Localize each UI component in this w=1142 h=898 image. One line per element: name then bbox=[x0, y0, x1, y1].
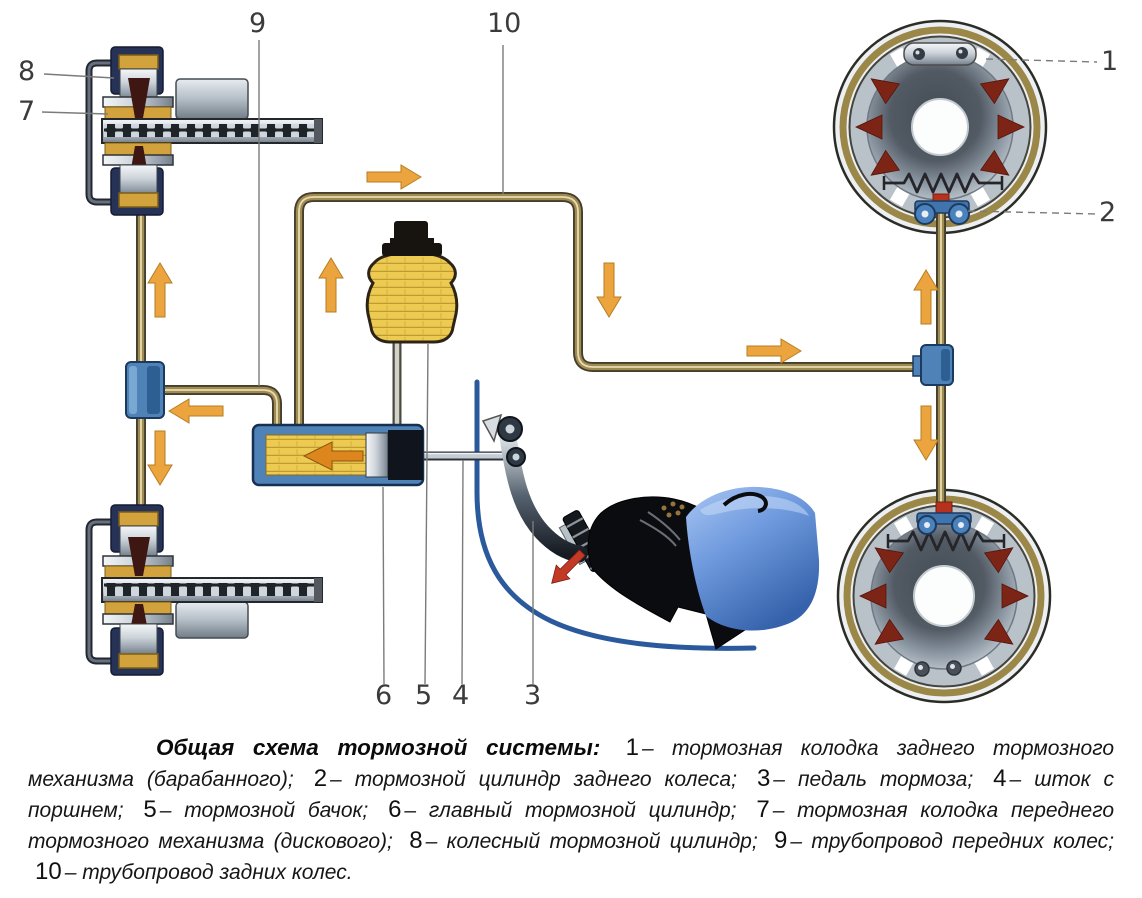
front-disc-brake-bottom bbox=[85, 504, 323, 676]
callout-line-7 bbox=[41, 111, 109, 115]
figure-caption: Общая схема тормозной системы: 1– тормоз… bbox=[28, 733, 1114, 888]
piston-lower bbox=[119, 164, 158, 196]
rear-wheel-cylinder-bottom bbox=[916, 501, 972, 535]
hub bbox=[175, 78, 249, 120]
flow-arrow-rear-down bbox=[596, 262, 622, 318]
callout-label-1: 1 bbox=[1101, 46, 1119, 77]
floor-line bbox=[474, 379, 757, 651]
legend-item: 7– тормозная колодка переднего тормозног… bbox=[28, 796, 1115, 853]
callout-line-6 bbox=[382, 486, 385, 685]
mc-piston bbox=[365, 432, 389, 478]
callout-label-3: 3 bbox=[524, 680, 542, 711]
shoelace bbox=[661, 501, 685, 518]
legend-item: 3– педаль тормоза; bbox=[756, 765, 974, 792]
callout-line-2 bbox=[967, 210, 1098, 215]
flow-arrow-rear-up bbox=[913, 269, 939, 325]
callout-label-4: 4 bbox=[452, 680, 470, 711]
flow-arrow-master-cylinder bbox=[302, 441, 364, 471]
flow-arrow-front-down bbox=[147, 430, 173, 486]
legend-item: 2– тормозной цилиндр заднего колеса; bbox=[313, 765, 737, 792]
callout-label-10: 10 bbox=[487, 8, 522, 39]
callout-line-1 bbox=[985, 58, 1098, 63]
callout-label-9: 9 bbox=[249, 8, 267, 39]
front-disc-brake-top bbox=[85, 46, 323, 216]
reservoir-jar bbox=[365, 251, 459, 344]
callout-line-8 bbox=[43, 73, 115, 79]
pedal-arm bbox=[499, 428, 588, 563]
flow-arrow-rear-right bbox=[746, 338, 802, 364]
hub-hole bbox=[911, 98, 969, 156]
hub bbox=[175, 601, 249, 639]
flow-arrow-front-up bbox=[147, 262, 173, 318]
flow-arrow-rear-up-riser bbox=[318, 257, 344, 313]
legend-item: 4– шток с поршнем; bbox=[28, 765, 1114, 822]
legend-item: 8– колесный тормозной цилиндр; bbox=[409, 827, 758, 854]
pushrod bbox=[418, 451, 514, 461]
callout-line-5 bbox=[424, 343, 429, 685]
trouser-leg bbox=[686, 486, 820, 631]
legend-item: 1– тормозная колодка заднего тормозного … bbox=[28, 734, 1114, 791]
fluid-reservoir bbox=[365, 221, 459, 344]
legend-item: 9– трубопровод передних колес; bbox=[774, 827, 1114, 854]
callout-label-5: 5 bbox=[415, 680, 433, 711]
trouser-fold bbox=[722, 491, 768, 513]
flow-arrow-front-left bbox=[168, 398, 224, 424]
rear-wheel-cylinder-top bbox=[914, 193, 970, 225]
tee-junction-rear bbox=[912, 344, 954, 386]
caption-title: Общая схема тормозной системы: bbox=[156, 735, 601, 760]
driver-foot bbox=[587, 486, 820, 650]
flow-arrow-rear-right-top bbox=[366, 164, 422, 190]
callout-label-6: 6 bbox=[375, 680, 393, 711]
flow-arrow-rear-down2 bbox=[913, 405, 939, 461]
return-spring bbox=[886, 530, 1006, 552]
legend-item: 6– главный тормозной цилиндр; bbox=[388, 796, 737, 823]
callout-line-4 bbox=[461, 459, 464, 685]
tee-junction-front bbox=[125, 361, 165, 419]
hub-hole bbox=[913, 565, 975, 627]
callout-lines bbox=[41, 40, 1098, 685]
rear-drum-brake-bottom bbox=[836, 488, 1052, 704]
backing-bolts bbox=[914, 660, 962, 677]
anchor-bracket bbox=[903, 42, 977, 66]
return-spring bbox=[882, 172, 1004, 194]
callout-label-8: 8 bbox=[18, 56, 36, 87]
legend-item: 5– тормозной бачок; bbox=[143, 796, 369, 823]
legend-item: 10– трубопровод задних колес. bbox=[35, 858, 353, 885]
callout-label-7: 7 bbox=[18, 96, 36, 127]
callout-label-2: 2 bbox=[1099, 197, 1117, 228]
rear-drum-brake-top bbox=[832, 19, 1048, 235]
piston-lower bbox=[119, 623, 158, 655]
